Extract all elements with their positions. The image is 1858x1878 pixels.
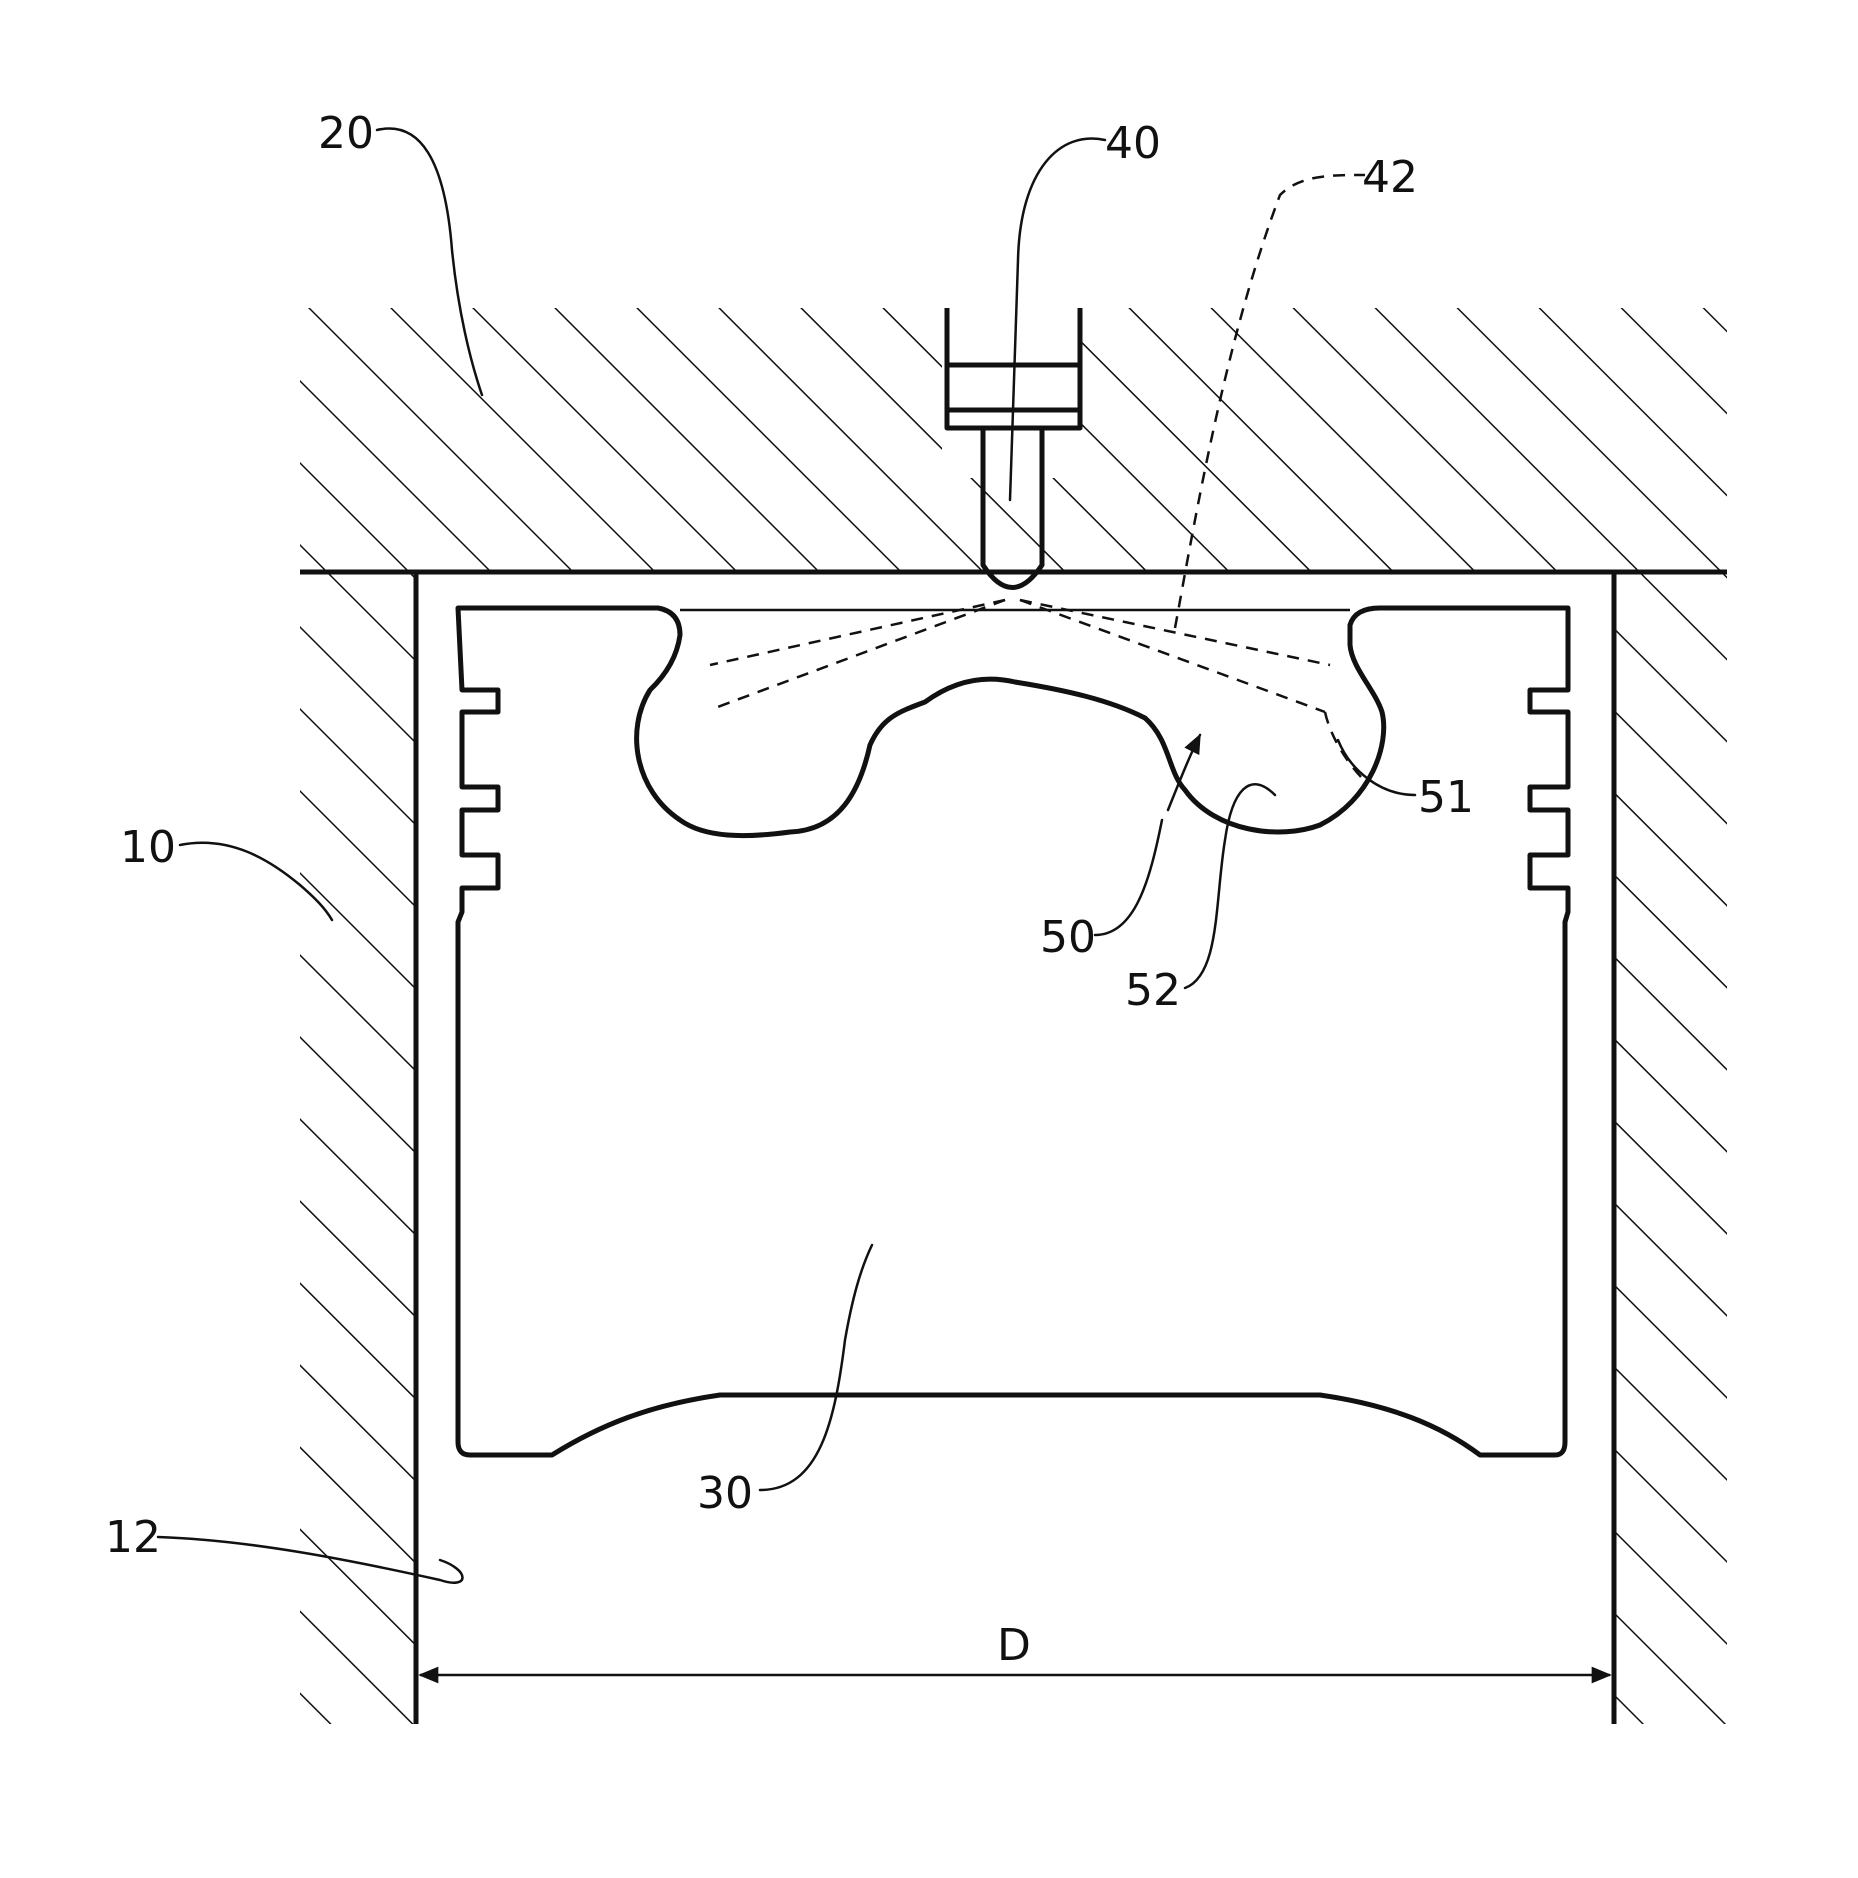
cylinder-wall-left [300,572,416,1724]
leader-50 [1095,820,1162,935]
label-50: 50 [1040,912,1096,963]
label-40: 40 [1105,118,1161,169]
label-D: D [997,1620,1031,1671]
label-10: 10 [120,822,176,873]
label-42: 42 [1362,152,1418,203]
label-51: 51 [1418,772,1474,823]
cylinder-wall-right [1614,572,1727,1724]
bore-dimension: D [420,1620,1610,1675]
leader-30 [760,1245,872,1490]
label-20: 20 [318,108,374,159]
label-12: 12 [105,1512,161,1563]
piston [458,608,1568,1455]
label-52: 52 [1125,965,1181,1016]
cylinder-block [300,572,1727,1724]
label-30: 30 [697,1468,753,1519]
piston-body [458,608,1568,1455]
leader-52 [1185,784,1275,988]
